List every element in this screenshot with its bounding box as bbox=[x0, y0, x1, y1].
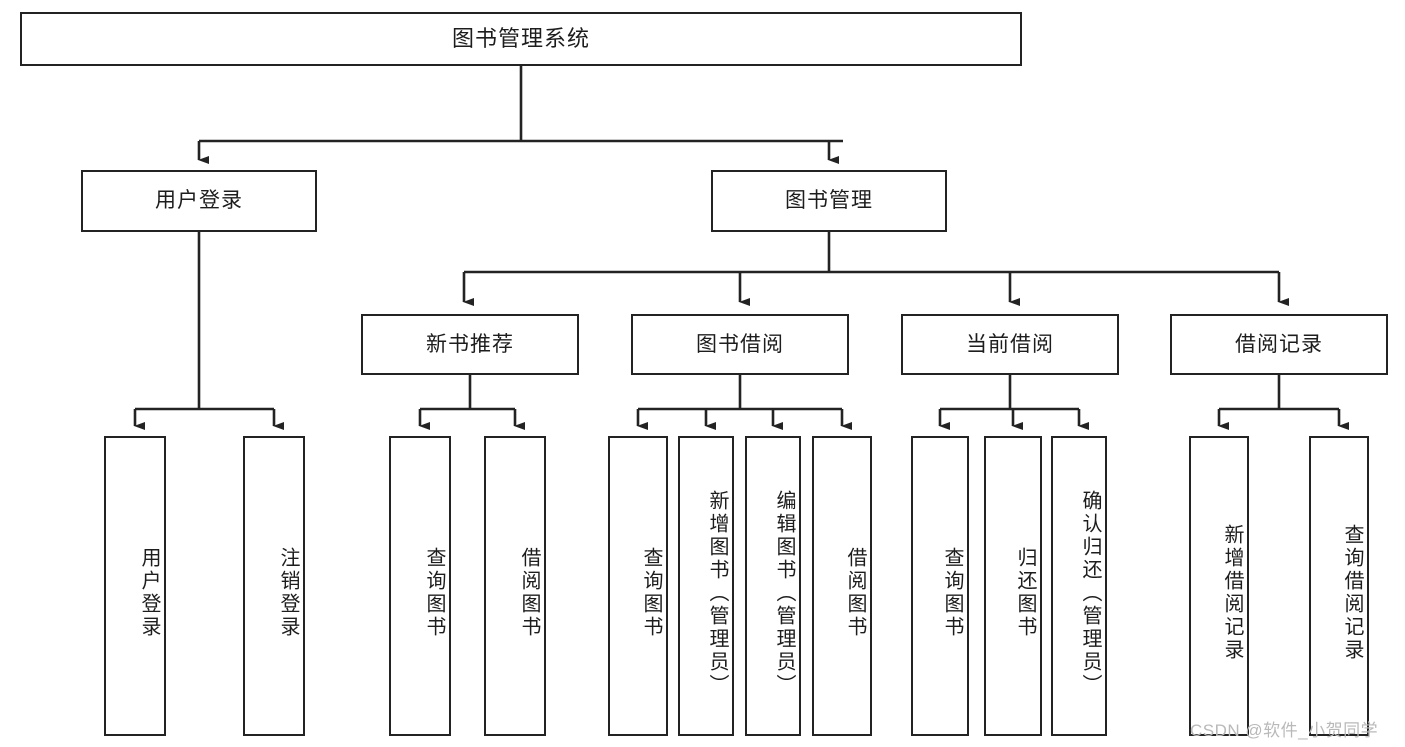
connector-group-book-manage bbox=[462, 232, 1289, 306]
connector-group-borrow bbox=[636, 375, 852, 430]
node-label: 图书借阅 bbox=[696, 332, 784, 356]
node-leaf-logout[interactable]: 注销登录 bbox=[243, 436, 305, 736]
node-label: 用户登录 bbox=[155, 189, 243, 213]
node-book-borrow[interactable]: 图书借阅 bbox=[631, 314, 849, 375]
node-label: 借阅图书 bbox=[844, 547, 866, 639]
node-label: 编辑图书（管理员） bbox=[773, 489, 795, 697]
connector-group-borrow-record bbox=[1217, 375, 1349, 430]
node-label: 当前借阅 bbox=[966, 332, 1054, 356]
node-leaf-return-book[interactable]: 归还图书 bbox=[984, 436, 1042, 736]
node-label: 归还图书 bbox=[1014, 547, 1036, 639]
node-label: 用户登录 bbox=[138, 547, 160, 639]
node-leaf-query-book-current[interactable]: 查询图书 bbox=[911, 436, 969, 736]
node-borrow-record[interactable]: 借阅记录 bbox=[1170, 314, 1388, 375]
node-label: 图书管理系统 bbox=[451, 25, 590, 51]
node-label: 注销登录 bbox=[277, 547, 299, 639]
node-leaf-borrow-book-recommend[interactable]: 借阅图书 bbox=[484, 436, 546, 736]
node-label: 查询图书 bbox=[640, 547, 662, 639]
connector-group-new-book bbox=[418, 375, 525, 430]
node-label: 新增图书（管理员） bbox=[706, 489, 728, 697]
node-new-book-recommend[interactable]: 新书推荐 bbox=[361, 314, 579, 375]
node-label: 确认归还（管理员） bbox=[1079, 489, 1101, 697]
node-current-borrow[interactable]: 当前借阅 bbox=[901, 314, 1119, 375]
node-label: 借阅图书 bbox=[518, 547, 540, 639]
node-label: 新书推荐 bbox=[426, 332, 514, 356]
connector-group-user-login bbox=[133, 232, 284, 430]
connector-group-root bbox=[197, 66, 843, 164]
node-label: 查询图书 bbox=[423, 547, 445, 639]
node-leaf-query-book-borrow[interactable]: 查询图书 bbox=[608, 436, 668, 736]
node-user-login[interactable]: 用户登录 bbox=[81, 170, 317, 232]
node-leaf-add-borrow-record[interactable]: 新增借阅记录 bbox=[1189, 436, 1249, 736]
node-book-management[interactable]: 图书管理 bbox=[711, 170, 947, 232]
node-root-system[interactable]: 图书管理系统 bbox=[20, 12, 1022, 66]
node-leaf-user-login[interactable]: 用户登录 bbox=[104, 436, 166, 736]
node-label: 新增借阅记录 bbox=[1221, 524, 1243, 662]
node-leaf-edit-book-admin[interactable]: 编辑图书（管理员） bbox=[745, 436, 801, 736]
node-label: 借阅记录 bbox=[1235, 332, 1323, 356]
node-label: 查询图书 bbox=[941, 547, 963, 639]
node-label: 图书管理 bbox=[785, 189, 873, 213]
connector-group-current-borrow bbox=[938, 375, 1089, 430]
node-label: 查询借阅记录 bbox=[1341, 524, 1363, 662]
node-leaf-confirm-return-admin[interactable]: 确认归还（管理员） bbox=[1051, 436, 1107, 736]
node-leaf-query-book-recommend[interactable]: 查询图书 bbox=[389, 436, 451, 736]
node-leaf-borrow-book[interactable]: 借阅图书 bbox=[812, 436, 872, 736]
node-leaf-add-book-admin[interactable]: 新增图书（管理员） bbox=[678, 436, 734, 736]
node-leaf-query-borrow-record[interactable]: 查询借阅记录 bbox=[1309, 436, 1369, 736]
